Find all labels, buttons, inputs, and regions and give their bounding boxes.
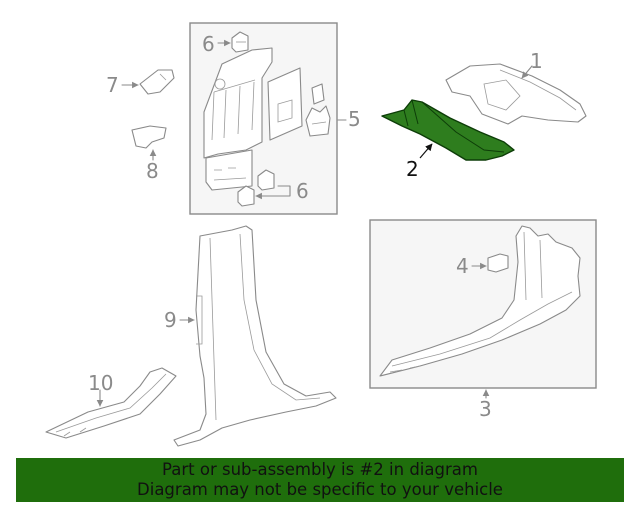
- part-9-pillar-trim: [173, 225, 337, 447]
- leader-6-lower: [256, 185, 291, 196]
- info-banner: Part or sub-assembly is #2 in diagram Di…: [16, 458, 624, 502]
- banner-line-1: Part or sub-assembly is #2 in diagram: [162, 460, 478, 479]
- part-1-trim-panel: [445, 63, 587, 125]
- leader-2: [419, 143, 433, 159]
- part-5-pillar-trim: [203, 47, 331, 191]
- callout-1: 1: [530, 49, 543, 73]
- callout-6-lower: 6: [296, 179, 309, 203]
- part-6-clip-top: [231, 31, 249, 53]
- part-3-rocker-panel: [379, 225, 581, 377]
- banner-line-2: Diagram may not be specific to your vehi…: [137, 480, 503, 499]
- part-10-sill-plate: [45, 367, 177, 439]
- callout-4: 4: [456, 254, 469, 278]
- part-7-bracket: [139, 69, 175, 95]
- callout-3: 3: [479, 397, 492, 421]
- callout-2: 2: [406, 157, 419, 181]
- part-8-clip: [131, 125, 167, 149]
- parts-diagram: 1 2 3 4 5 6 6 7 8 9 10: [45, 22, 597, 447]
- callout-9: 9: [164, 308, 177, 332]
- callout-7: 7: [106, 73, 119, 97]
- part-2-highlighted-trim: [381, 99, 515, 161]
- callout-6-top: 6: [202, 32, 215, 56]
- part-6-clip-lower-a: [257, 169, 275, 191]
- callout-5: 5: [348, 107, 361, 131]
- callout-10: 10: [88, 371, 113, 395]
- callout-8: 8: [146, 159, 159, 183]
- leader-1: [521, 65, 533, 79]
- part-4-clip: [487, 253, 509, 273]
